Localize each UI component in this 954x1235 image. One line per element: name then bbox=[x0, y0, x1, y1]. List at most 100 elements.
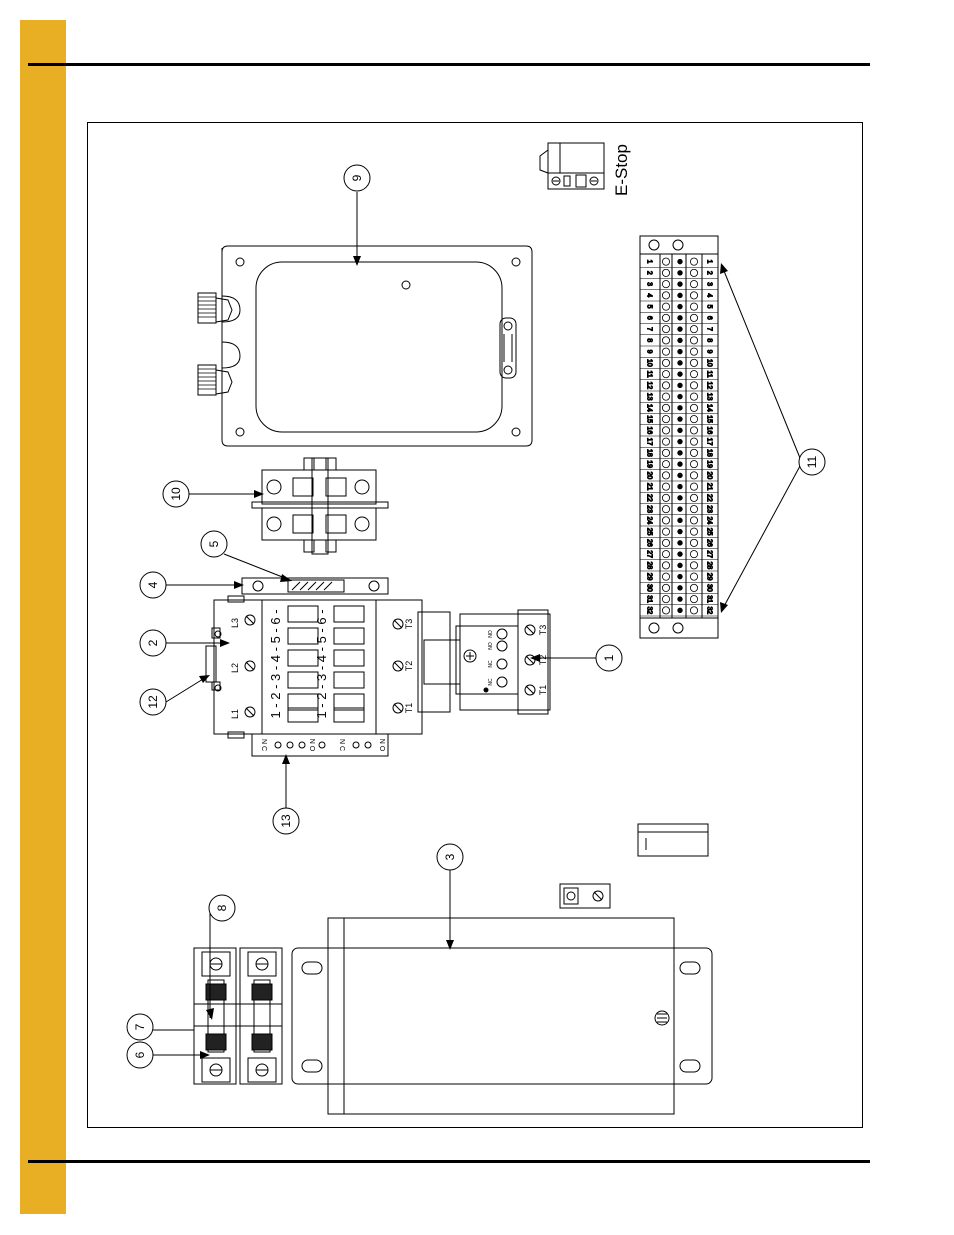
terminal-screw bbox=[662, 392, 671, 401]
terminal-dot bbox=[677, 540, 683, 546]
terminal-number-left: 4 bbox=[646, 293, 653, 297]
terminal-number-right: 31 bbox=[706, 595, 713, 603]
terminal-number-left: 27 bbox=[646, 550, 653, 558]
terminal-dot bbox=[677, 596, 683, 602]
callout-12: 12 bbox=[139, 688, 167, 716]
terminal-number-left: 7 bbox=[646, 327, 653, 331]
terminal-screw bbox=[690, 257, 699, 266]
svg-text:3: 3 bbox=[443, 853, 457, 860]
svg-text:10: 10 bbox=[169, 487, 183, 501]
terminal-row: 27 27 bbox=[640, 550, 718, 561]
terminal-number-right: 27 bbox=[706, 550, 713, 558]
terminal-screw bbox=[690, 527, 699, 536]
transformer-box bbox=[291, 917, 713, 1115]
terminal-number-left: 5 bbox=[646, 305, 653, 309]
aux-contact-4: N O bbox=[378, 739, 385, 752]
ground-lug bbox=[559, 883, 611, 909]
terminal-dot bbox=[677, 551, 683, 557]
terminal-number-right: 15 bbox=[706, 415, 713, 423]
terminal-screw bbox=[662, 527, 671, 536]
callout-5: 5 bbox=[200, 530, 228, 558]
terminal-dot bbox=[677, 382, 683, 389]
terminal-screw bbox=[690, 606, 699, 615]
terminal-number-right: 21 bbox=[706, 483, 713, 491]
terminal-screw bbox=[662, 448, 671, 457]
terminal-dot bbox=[677, 416, 683, 422]
terminal-number-right: 6 bbox=[706, 316, 713, 320]
contactor bbox=[205, 595, 423, 757]
terminal-screw bbox=[690, 505, 699, 514]
callouts: 9 10 5 4 2 12 13 1 11 3 8 7 6 bbox=[126, 164, 826, 1069]
terminal-screw bbox=[662, 280, 671, 289]
terminal-number-left: 21 bbox=[646, 483, 653, 491]
terminal-screw bbox=[662, 336, 671, 345]
svg-text:7: 7 bbox=[133, 1023, 147, 1030]
terminal-number-right: 8 bbox=[706, 338, 713, 342]
terminal-dot bbox=[677, 371, 683, 377]
terminal-screw bbox=[662, 347, 671, 356]
svg-text:8: 8 bbox=[215, 904, 229, 911]
bottom-rule bbox=[28, 1160, 870, 1163]
callout-4: 4 bbox=[139, 571, 167, 599]
terminal-screw bbox=[662, 415, 671, 424]
terminal-screw bbox=[690, 471, 699, 480]
terminal-screw bbox=[690, 437, 699, 446]
overload-contact-3: NC bbox=[488, 660, 494, 668]
terminal-number-right: 1 bbox=[706, 260, 713, 264]
svg-text:2: 2 bbox=[146, 639, 160, 646]
terminal-dot bbox=[677, 427, 683, 434]
terminal-dot bbox=[677, 528, 683, 535]
terminal-screw bbox=[690, 280, 699, 289]
terminal-number-right: 13 bbox=[706, 393, 713, 401]
terminal-number-left: 1 bbox=[646, 260, 653, 264]
terminal-dot bbox=[677, 461, 683, 467]
terminal-number-right: 12 bbox=[706, 381, 713, 389]
terminal-screw bbox=[662, 268, 671, 277]
terminal-dot bbox=[677, 315, 683, 321]
terminal-screw bbox=[662, 516, 671, 525]
terminal-dot bbox=[677, 393, 683, 400]
terminal-number-left: 9 bbox=[646, 350, 653, 354]
terminal-screw bbox=[662, 381, 671, 390]
terminal-screw bbox=[662, 257, 671, 266]
top-rule bbox=[28, 63, 870, 66]
terminal-screw bbox=[690, 313, 699, 322]
terminal-screw bbox=[662, 595, 671, 604]
terminal-screw bbox=[662, 471, 671, 480]
terminal-number-left: 25 bbox=[646, 528, 653, 536]
terminal-number-right: 7 bbox=[706, 327, 713, 331]
callout-6: 6 bbox=[126, 1041, 154, 1069]
svg-text:11: 11 bbox=[805, 455, 819, 468]
callout-3: 3 bbox=[436, 843, 464, 871]
terminal-screw bbox=[662, 493, 671, 502]
callout-10: 10 bbox=[162, 480, 190, 508]
contactor-t1: T1 bbox=[404, 703, 414, 714]
terminal-screw bbox=[690, 538, 699, 547]
terminal-number-left: 8 bbox=[646, 338, 653, 342]
terminal-screw bbox=[662, 460, 671, 469]
terminal-screw bbox=[662, 583, 671, 592]
overload-labels: T3 T2 T1 NO NO NC NC bbox=[488, 625, 548, 696]
diagram-frame bbox=[87, 122, 863, 1128]
terminal-number-left: 16 bbox=[646, 426, 653, 434]
terminal-dot bbox=[677, 607, 683, 614]
terminal-number-left: 26 bbox=[646, 539, 653, 547]
terminal-screw bbox=[662, 313, 671, 322]
